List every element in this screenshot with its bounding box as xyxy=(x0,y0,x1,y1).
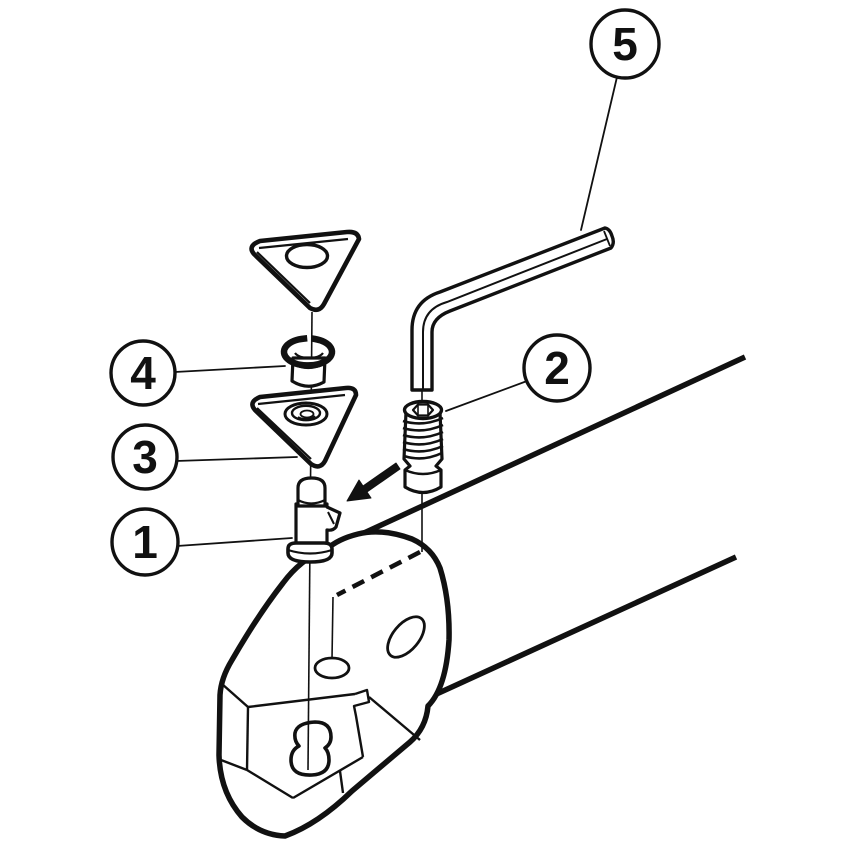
clamp-lever-pin xyxy=(286,476,342,564)
callout-3: 3 xyxy=(111,423,298,491)
callout-2-circle xyxy=(522,333,592,403)
set-screw-threads xyxy=(402,416,444,460)
callout-3-number: 3 xyxy=(132,431,158,483)
callout-2-leader xyxy=(445,380,528,412)
screw-axis-dashed xyxy=(335,549,422,598)
insert-side-wall-edge xyxy=(256,251,311,304)
pin-cap-band xyxy=(297,499,326,505)
callout-3-circle xyxy=(111,423,179,491)
shim-pin-sleeve xyxy=(280,335,336,388)
pin-cap xyxy=(296,476,327,508)
shim-plate xyxy=(250,385,359,469)
callout-4-circle xyxy=(109,339,177,407)
sleeve-spring-collar xyxy=(280,335,336,369)
set-screw-hex-socket xyxy=(411,403,435,417)
screw-bore-hole xyxy=(313,656,351,680)
callout-4-number: 4 xyxy=(130,347,156,399)
holder-shank xyxy=(323,354,747,700)
pin-flange-top-arc xyxy=(287,548,333,555)
side-oval-hole xyxy=(386,615,426,659)
head-outline xyxy=(216,529,452,839)
shank-bottom-edge xyxy=(428,554,738,700)
shim-hole-countersink xyxy=(290,404,322,422)
insert-outline xyxy=(249,229,362,313)
insert-pocket-lines xyxy=(220,683,421,800)
shim-hole-inner xyxy=(299,409,315,419)
hex-key-tip-face xyxy=(603,230,611,247)
callout-5: 5 xyxy=(580,8,661,231)
holder-head xyxy=(216,529,452,839)
callouts: 1 2 3 4 5 xyxy=(109,8,661,577)
pin-body xyxy=(294,502,342,548)
callout-1: 1 xyxy=(110,507,293,577)
shim-top-face-edge xyxy=(257,393,346,406)
pin-hook-notch xyxy=(327,511,335,525)
callout-1-leader xyxy=(176,537,293,547)
callout-4: 4 xyxy=(109,339,286,407)
set-screw xyxy=(402,399,444,495)
callout-2-number: 2 xyxy=(544,342,570,394)
sleeve-collar-inner xyxy=(294,352,324,360)
callout-5-leader xyxy=(580,76,618,231)
callout-5-circle xyxy=(589,8,661,80)
callout-4-leader xyxy=(174,365,286,373)
insert-hole xyxy=(284,242,330,270)
shim-hole-swirl xyxy=(297,415,316,420)
callout-5-number: 5 xyxy=(612,18,638,70)
set-screw-top xyxy=(402,399,444,421)
direction-arrow xyxy=(346,462,401,502)
indexable-insert xyxy=(249,229,362,313)
set-screw-neck-line xyxy=(404,468,442,476)
callout-3-leader xyxy=(175,456,298,462)
shim-side-wall-edge xyxy=(256,407,312,460)
shim-outline xyxy=(250,385,359,469)
callout-1-number: 1 xyxy=(132,516,158,568)
callout-2: 2 xyxy=(445,333,592,412)
hex-key-facet-line xyxy=(422,238,608,389)
callout-1-circle xyxy=(110,507,180,577)
hex-key xyxy=(410,226,615,392)
shank-top-edge xyxy=(323,354,747,554)
lever-pin-slot xyxy=(289,720,333,777)
screw-axis-drop xyxy=(331,596,334,660)
